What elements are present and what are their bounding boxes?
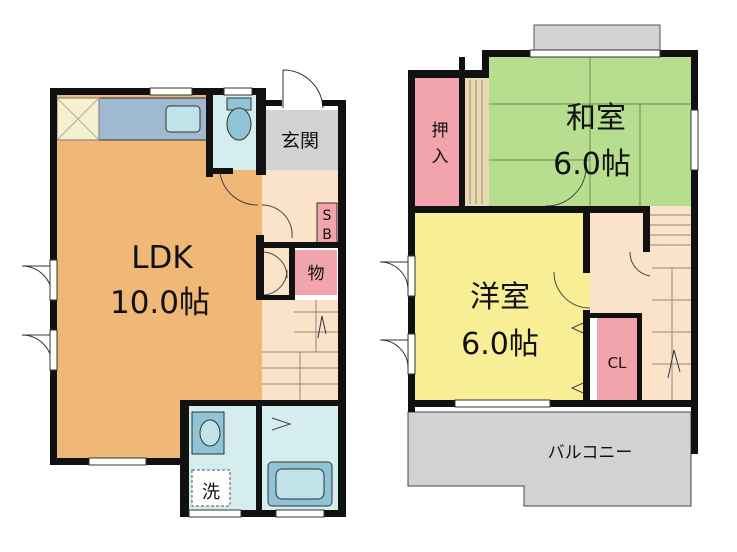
sb-label-s: S bbox=[323, 208, 332, 224]
kitchen-sink-icon bbox=[165, 105, 201, 133]
bathtub-inner bbox=[275, 468, 325, 500]
corridor-2f bbox=[590, 213, 691, 400]
closet bbox=[597, 318, 637, 400]
ldk-size: 10.0帖 bbox=[110, 285, 210, 321]
youshitsu-room bbox=[415, 213, 590, 400]
stairs-2f-upper bbox=[650, 206, 691, 252]
balcony-label: バルコニー bbox=[548, 443, 633, 463]
youshitsu-name: 洋室 bbox=[470, 280, 530, 315]
windows-1f bbox=[49, 87, 325, 518]
tatami-lines bbox=[489, 57, 691, 206]
sb-label-b: B bbox=[322, 227, 332, 243]
genkan-label: 玄関 bbox=[281, 130, 319, 152]
windows-2f bbox=[407, 49, 699, 408]
basin-icon bbox=[199, 419, 221, 447]
washitsu-size: 6.0帖 bbox=[553, 147, 631, 182]
storage-room bbox=[295, 250, 337, 295]
washing-machine-space bbox=[191, 469, 231, 507]
oshiire-label-2: 入 bbox=[432, 147, 449, 167]
storage-label: 物 bbox=[308, 264, 325, 284]
floor-2: 押 入 和室 6.0帖 bbox=[379, 24, 699, 507]
entrance-door bbox=[282, 69, 324, 109]
tokonoma bbox=[465, 78, 489, 206]
youshitsu-size: 6.0帖 bbox=[461, 327, 539, 362]
washitsu-name: 和室 bbox=[566, 101, 626, 136]
washroom-label: 洗 bbox=[202, 482, 220, 503]
ldk-name: LDK bbox=[131, 240, 193, 276]
closet-label: CL bbox=[608, 354, 627, 372]
top-balcony bbox=[533, 24, 661, 51]
oshiire-label-1: 押 bbox=[432, 121, 449, 141]
corridor-1f bbox=[262, 170, 338, 295]
toilet-icon bbox=[226, 107, 252, 141]
oshiire bbox=[415, 78, 465, 206]
floor-1: 玄関 S B 物 洗 LDK 1 bbox=[21, 69, 346, 518]
genkan-area bbox=[266, 110, 338, 170]
